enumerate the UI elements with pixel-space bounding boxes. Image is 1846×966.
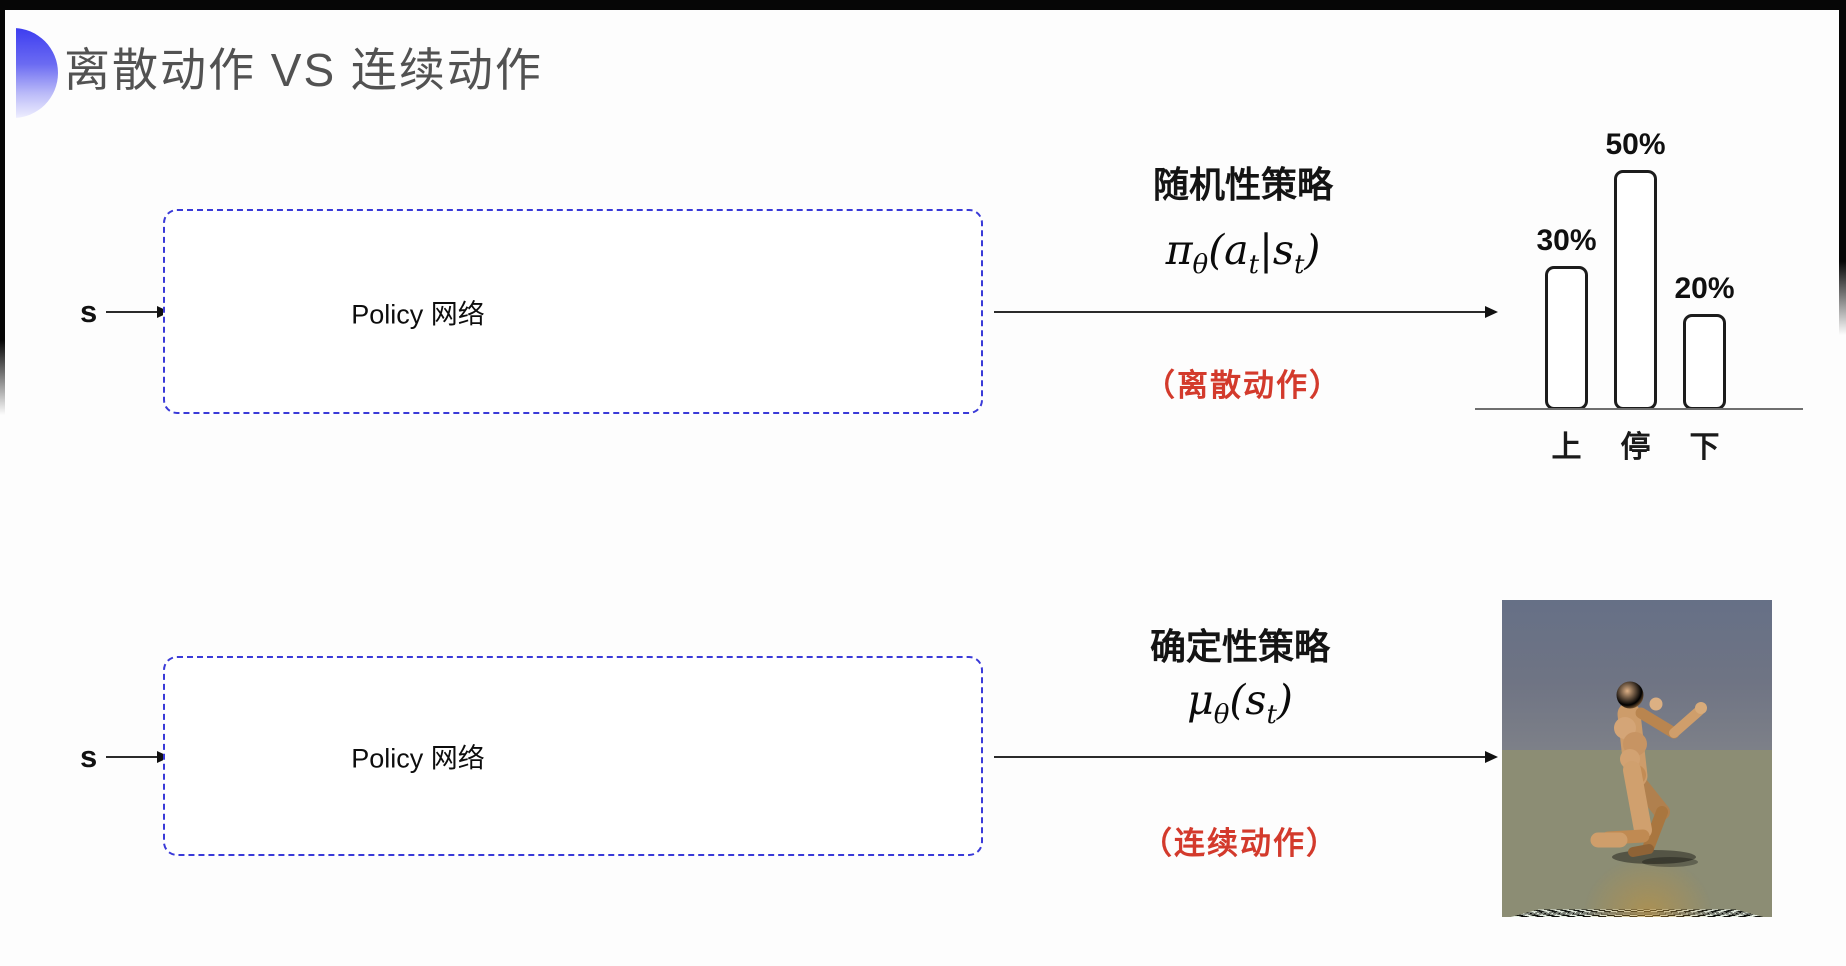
bar-column: 50% (1605, 128, 1666, 410)
probability-bar (1545, 266, 1588, 410)
chart-baseline (1475, 408, 1803, 410)
formula-arg: (s (1229, 676, 1267, 724)
action-probability-chart: 30% 50% 20% 上 停 下 (1475, 95, 1803, 464)
bar-value-label: 30% (1536, 224, 1597, 257)
formula-arg-subscript: t (1266, 700, 1277, 731)
formula-arg-subscript: t (1248, 250, 1260, 281)
bar-value-label: 20% (1674, 272, 1735, 305)
formula-close: ) (1304, 226, 1321, 274)
state-input-label-bottom: s (80, 739, 98, 774)
stochastic-policy-title: 随机性策略 (1152, 164, 1333, 205)
formula-symbol-subscript: θ (1213, 700, 1230, 731)
bar-category-label: 停 (1620, 431, 1651, 464)
bar-column: 30% (1536, 224, 1597, 410)
letterbox-right-edge (1839, 0, 1846, 335)
policy-network-box-bottom: Policy 网络 (163, 656, 983, 856)
probability-bars: 30% 50% 20% (1536, 128, 1735, 410)
bar-category-label: 上 (1551, 431, 1582, 464)
discrete-action-note: （离散动作） (1144, 368, 1342, 403)
continuous-action-note: （连续动作） (1141, 826, 1339, 861)
policy-network-label-bottom: Policy 网络 (351, 743, 485, 774)
probability-bar (1683, 314, 1726, 410)
state-input-label-top: s (80, 294, 98, 329)
formula-symbol: μ (1187, 676, 1214, 724)
stochastic-policy-formula: πθ(at|st) (1033, 226, 1453, 280)
bar-value-label: 50% (1605, 128, 1666, 161)
letterbox-top-edge (0, 0, 1846, 10)
output-arrow-top (994, 306, 1498, 318)
formula-close: ) (1276, 676, 1293, 724)
input-arrow-top (106, 306, 170, 318)
slide-title: 离散动作 VS 连续动作 (64, 44, 543, 96)
deterministic-policy-formula: μθ(st) (1030, 676, 1450, 730)
sim-floor-reflection (1583, 856, 1713, 917)
formula-cond: |s (1259, 226, 1294, 274)
probability-bar (1614, 170, 1657, 410)
letterbox-left-edge (0, 0, 5, 415)
input-arrow-bottom (106, 751, 170, 763)
deterministic-policy-title: 确定性策略 (1149, 626, 1330, 667)
bar-category-label: 下 (1689, 431, 1720, 464)
humanoid-simulation-image (1502, 600, 1772, 917)
formula-arg: (a (1208, 226, 1249, 274)
bar-column: 20% (1674, 272, 1735, 410)
slide-accent-icon (16, 28, 58, 118)
formula-symbol: π (1165, 226, 1193, 274)
humanoid-robot-figure (1590, 681, 1707, 867)
output-arrow-bottom (994, 751, 1498, 763)
probability-categories: 上停下 (1545, 422, 1726, 466)
policy-network-label-top: Policy 网络 (351, 299, 485, 329)
formula-symbol-subscript: θ (1192, 250, 1209, 281)
formula-cond-subscript: t (1293, 250, 1305, 281)
policy-network-box-top: Policy 网络 (163, 209, 983, 414)
